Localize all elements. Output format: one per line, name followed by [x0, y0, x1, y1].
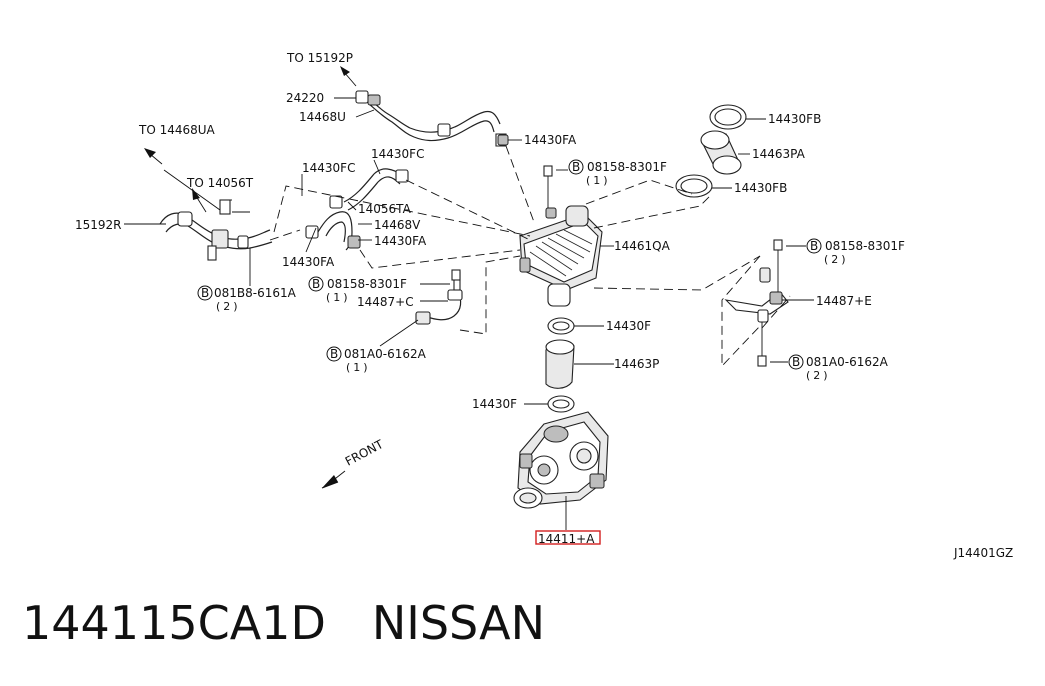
label-to-14468ua: TO 14468UA: [138, 123, 216, 137]
label-14487c: 14487+C: [357, 295, 414, 309]
callout-08158-8301f-top: B 08158-8301F (1): [568, 159, 667, 187]
arrow-to-14468ua: [144, 148, 163, 165]
tube-14487c-drawing: [415, 271, 463, 325]
turbocharger-14411a-drawing: [513, 411, 609, 509]
svg-text:081B8-6161A: 081B8-6161A: [214, 286, 297, 300]
label-14430fa-top: 14430FA: [524, 133, 577, 147]
hose-14468u-drawing: [355, 90, 507, 147]
callout-08158-8301f-left: B 08158-8301F (1): [308, 276, 407, 304]
hose-15192r-drawing: [159, 199, 273, 261]
label-14430fa-left: 14430FA: [282, 255, 335, 269]
label-to-14056t: TO 14056T: [186, 176, 254, 190]
callout-081a0-6162a-left: B 081A0-6162A (1): [326, 346, 427, 374]
svg-text:08158-8301F: 08158-8301F: [327, 277, 407, 291]
label-14430fb-bottom: 14430FB: [734, 181, 787, 195]
part-number: 144115CA1D: [22, 596, 326, 650]
exploded-parts-diagram: TO 15192P 24220 14468U TO 14468UA 14430F…: [75, 51, 1013, 560]
front-arrow-icon: [321, 470, 346, 489]
leader-lines: [124, 97, 814, 530]
diagram-code: J14401GZ: [953, 546, 1013, 560]
label-15192r: 15192R: [75, 218, 122, 232]
label-to-15192p: TO 15192P: [286, 51, 353, 65]
svg-text:(1): (1): [346, 361, 371, 374]
svg-text:08158-8301F: 08158-8301F: [587, 160, 667, 174]
charge-air-cooler-14461qa-drawing: [519, 165, 603, 307]
bolt-08158-left: [451, 269, 461, 281]
label-14430fc-top: 14430FC: [371, 147, 424, 161]
svg-text:(1): (1): [326, 291, 351, 304]
label-14461qa: 14461QA: [614, 239, 671, 253]
dashed-lines: [269, 145, 791, 368]
label-14463p: 14463P: [614, 357, 659, 371]
highlight-box: [535, 530, 601, 545]
callout-081b8-6161a: B 081B8-6161A (2): [197, 285, 297, 313]
svg-text:081A0-6162A: 081A0-6162A: [344, 347, 427, 361]
bolt-marker: B: [201, 286, 209, 300]
bolt-081b8: [219, 199, 231, 215]
bolt-marker: B: [792, 355, 800, 369]
label-14468v: 14468V: [374, 218, 421, 232]
clamp-14430fa-top: [497, 134, 509, 146]
svg-text:(1): (1): [586, 174, 611, 187]
brand-name: NISSAN: [371, 596, 545, 650]
bracket-14487e-drawing: [724, 239, 789, 367]
label-24220: 24220: [286, 91, 324, 105]
hose-14463p-drawing: [545, 317, 575, 413]
hose-14463pa-drawing: [675, 104, 747, 198]
svg-text:(2): (2): [806, 369, 831, 382]
label-14430fa-mid: 14430FA: [374, 234, 427, 248]
bolt-marker: B: [810, 239, 818, 253]
label-14430f-lower: 14430F: [472, 397, 517, 411]
label-14411a[interactable]: 14411+A: [538, 532, 595, 546]
bolt-marker: B: [312, 277, 320, 291]
footer-caption: 144115CA1D NISSAN: [22, 596, 545, 650]
label-14430fb-top: 14430FB: [768, 112, 821, 126]
svg-text:(2): (2): [824, 253, 849, 266]
callout-08158-8301f-right: B 08158-8301F (2): [806, 238, 905, 266]
svg-text:08158-8301F: 08158-8301F: [825, 239, 905, 253]
callout-081a0-6162a-right: B 081A0-6162A (2): [788, 354, 889, 382]
label-14468u: 14468U: [299, 110, 346, 124]
svg-text:(2): (2): [216, 300, 241, 313]
label-14463pa: 14463PA: [752, 147, 806, 161]
label-14056ta: 14056TA: [358, 202, 412, 216]
label-14430f-upper: 14430F: [606, 319, 651, 333]
svg-text:081A0-6162A: 081A0-6162A: [806, 355, 889, 369]
pipe-14056ta-drawing: [329, 168, 409, 211]
label-14487e: 14487+E: [816, 294, 872, 308]
label-front: FRONT: [343, 437, 386, 469]
arrow-to-15192p: [340, 66, 357, 87]
hose-14468v-drawing: [305, 211, 361, 251]
bolt-marker: B: [330, 347, 338, 361]
label-14430fc-left: 14430FC: [302, 161, 355, 175]
bolt-marker: B: [572, 160, 580, 174]
